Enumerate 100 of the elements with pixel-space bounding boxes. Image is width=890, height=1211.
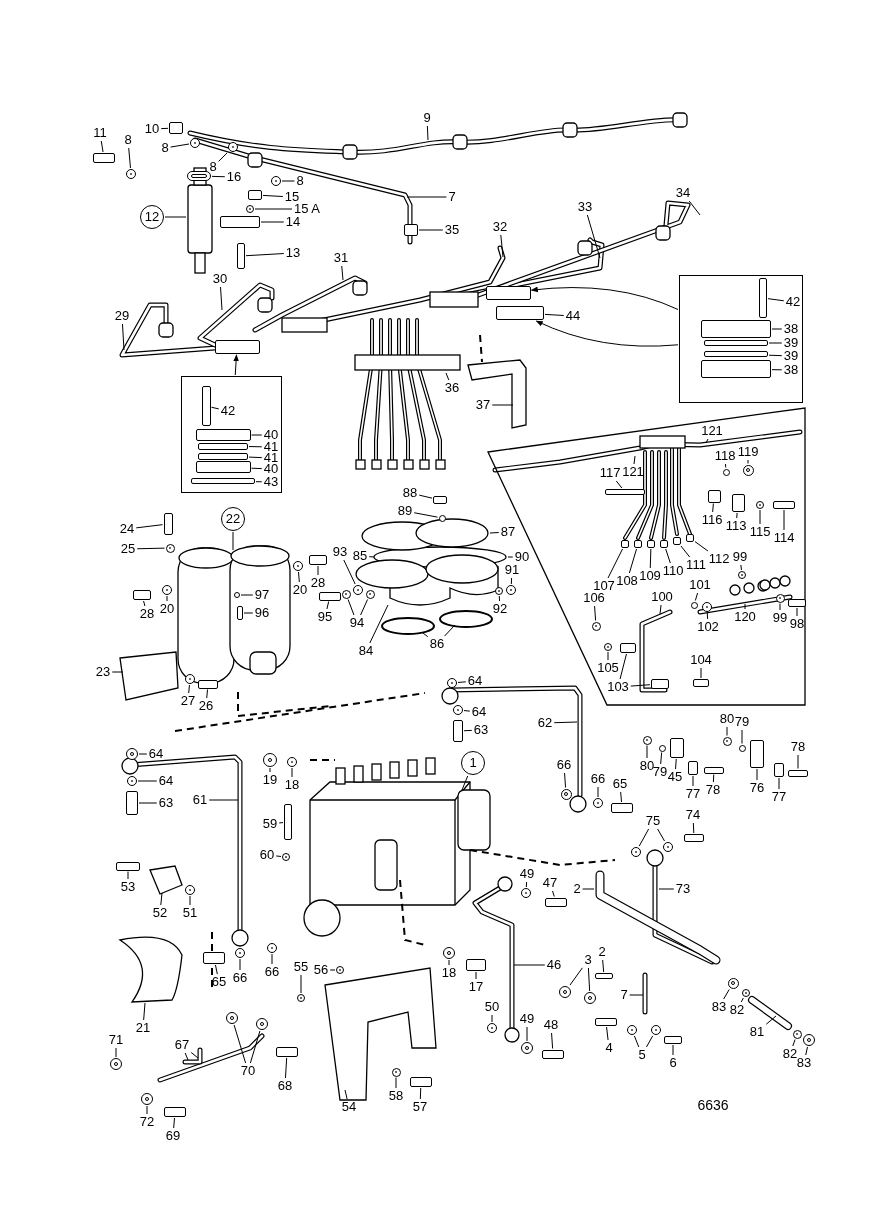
nut (742, 464, 754, 476)
callout-number: 58 (387, 1089, 405, 1103)
callout-number: 113 (724, 519, 748, 533)
cap (263, 753, 277, 767)
callout-number: 41 (262, 451, 280, 465)
leader-line (597, 786, 599, 798)
callout-number: 92 (491, 602, 509, 616)
leader-line (326, 601, 330, 610)
washer (336, 966, 344, 974)
callout-number: 64 (470, 705, 488, 719)
callout-number: 11 (92, 126, 108, 140)
leader-line (792, 1039, 796, 1047)
callout-number: 39 (782, 336, 800, 350)
callout-number: 2 (597, 945, 607, 959)
callout-number: 64 (466, 674, 484, 688)
callout-number: 54 (340, 1100, 358, 1114)
leader-line (700, 667, 702, 679)
leader-line (723, 989, 730, 1000)
callout-number: 93 (331, 545, 349, 559)
leader-line (629, 994, 644, 996)
banjo-bolt (545, 897, 567, 907)
callout-number: 75 (644, 814, 662, 828)
callout-number: 107 (592, 579, 616, 593)
washer (190, 138, 200, 148)
bolt (201, 386, 211, 426)
callout-number: 52 (151, 906, 169, 920)
leader-line (121, 323, 125, 351)
leader-line (445, 372, 450, 381)
callout-number: 28 (138, 607, 156, 621)
callout-number: 10 (143, 122, 161, 136)
leader-line (553, 721, 578, 724)
leader-line (245, 253, 285, 257)
plate (670, 738, 684, 758)
bolt (410, 1077, 432, 1087)
leader-line (491, 404, 514, 406)
washer (559, 986, 571, 998)
leader-line (552, 890, 555, 897)
callout-number: 31 (332, 251, 350, 265)
leader-line (736, 512, 738, 519)
pipe-clip (651, 679, 669, 689)
leader-line (218, 152, 228, 162)
union-nut (702, 602, 712, 612)
circled-callout-number: 22 (221, 507, 245, 531)
nut (647, 540, 655, 548)
leader-line (160, 892, 163, 906)
plug (506, 585, 516, 595)
pipe-clamp (404, 224, 418, 236)
leader-line (712, 503, 714, 513)
callout-number: 42 (784, 295, 802, 309)
callout-number: 66 (263, 965, 281, 979)
leader-line (136, 547, 165, 550)
callout-number: 105 (596, 661, 620, 675)
callout-number: 69 (164, 1129, 182, 1143)
callout-number: 25 (119, 542, 137, 556)
drawing-number: 6636 (697, 1095, 729, 1115)
callout-number: 77 (770, 790, 788, 804)
callout-number: 33 (576, 200, 594, 214)
bush (707, 489, 721, 503)
leader-line (463, 729, 473, 732)
callout-number: 101 (688, 578, 712, 592)
leader-line (694, 541, 709, 552)
leader-line (369, 604, 389, 644)
callout-number: 108 (615, 574, 639, 588)
callout-number: 100 (650, 590, 674, 604)
washer (658, 744, 666, 752)
callout-number: 30 (211, 272, 229, 286)
nut (297, 994, 305, 1002)
leader-line (164, 216, 187, 218)
bolt (164, 1107, 186, 1117)
plate (750, 740, 764, 768)
leader-line (638, 828, 650, 847)
wing-nut (433, 496, 447, 504)
clamp-half (701, 360, 771, 378)
leader-line (220, 286, 223, 311)
callout-number: 36 (443, 381, 461, 395)
callout-number: 28 (309, 576, 327, 590)
leader-line (740, 564, 742, 571)
pipe-clip (688, 761, 698, 775)
callout-number: 47 (541, 876, 559, 890)
bolt (693, 679, 709, 687)
bolt (664, 1036, 682, 1044)
nut (673, 537, 681, 545)
nut (642, 735, 652, 745)
leader-line (726, 726, 728, 736)
leader-line (544, 313, 565, 316)
leader-line (551, 1032, 554, 1049)
callout-number: 82 (728, 1003, 746, 1017)
inset-frame (181, 376, 282, 493)
washer (443, 947, 455, 959)
nut (621, 540, 629, 548)
washer (738, 571, 746, 579)
leader-line (680, 545, 691, 558)
washer (246, 205, 254, 213)
bolt (773, 501, 795, 509)
leader-line (206, 689, 208, 699)
callout-number: 18 (440, 966, 458, 980)
washer (185, 885, 195, 895)
leader-line (184, 1052, 189, 1061)
bolt (284, 804, 292, 840)
leader-line (457, 681, 467, 683)
